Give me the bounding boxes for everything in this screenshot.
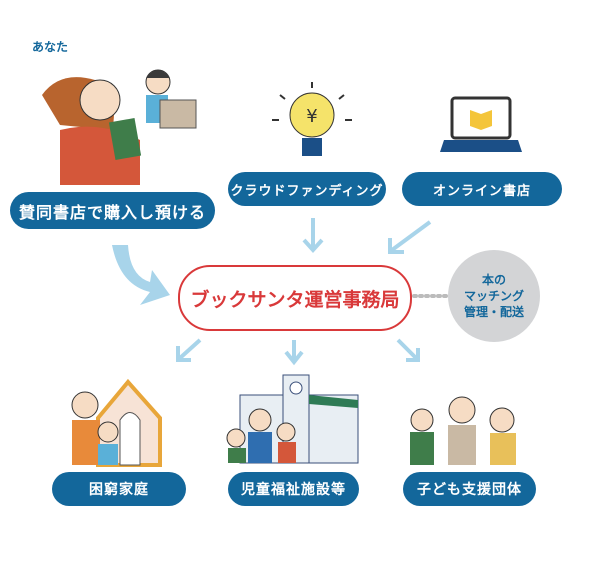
down-arrow — [302, 218, 324, 253]
support-groups-pill: 子ども支援団体 — [403, 472, 536, 506]
matching-circle: 本の マッチング 管理・配送 — [448, 250, 540, 342]
lightbulb-icon: ¥ — [272, 82, 352, 156]
house-illustration — [71, 378, 162, 467]
crowdfunding-pill: クラウドファンディング — [228, 172, 386, 206]
you-label: あなた — [32, 40, 69, 54]
diag-arrow — [388, 220, 432, 254]
facility-illustration — [226, 374, 359, 464]
book-santa-office: ブックサンタ運営事務局 — [178, 265, 412, 331]
welfare-facilities-pill: 児童福祉施設等 — [228, 472, 359, 506]
arrows — [112, 218, 448, 366]
matching-line-3: 管理・配送 — [463, 305, 524, 320]
matching-line-1: 本の — [481, 272, 506, 287]
support-staff-illustration — [410, 396, 516, 465]
shopkeeper-illustration — [145, 69, 197, 129]
laptop-icon — [440, 96, 522, 152]
online-bookstore-pill: オンライン書店 — [402, 172, 562, 206]
curved-arrow — [112, 245, 170, 305]
bookstore-pill: 賛同書店で購入し預ける — [10, 192, 215, 229]
woman-illustration — [42, 77, 142, 185]
families-pill: 困窮家庭 — [52, 472, 186, 506]
svg-text:¥: ¥ — [306, 106, 317, 127]
matching-line-2: マッチング — [463, 288, 524, 303]
